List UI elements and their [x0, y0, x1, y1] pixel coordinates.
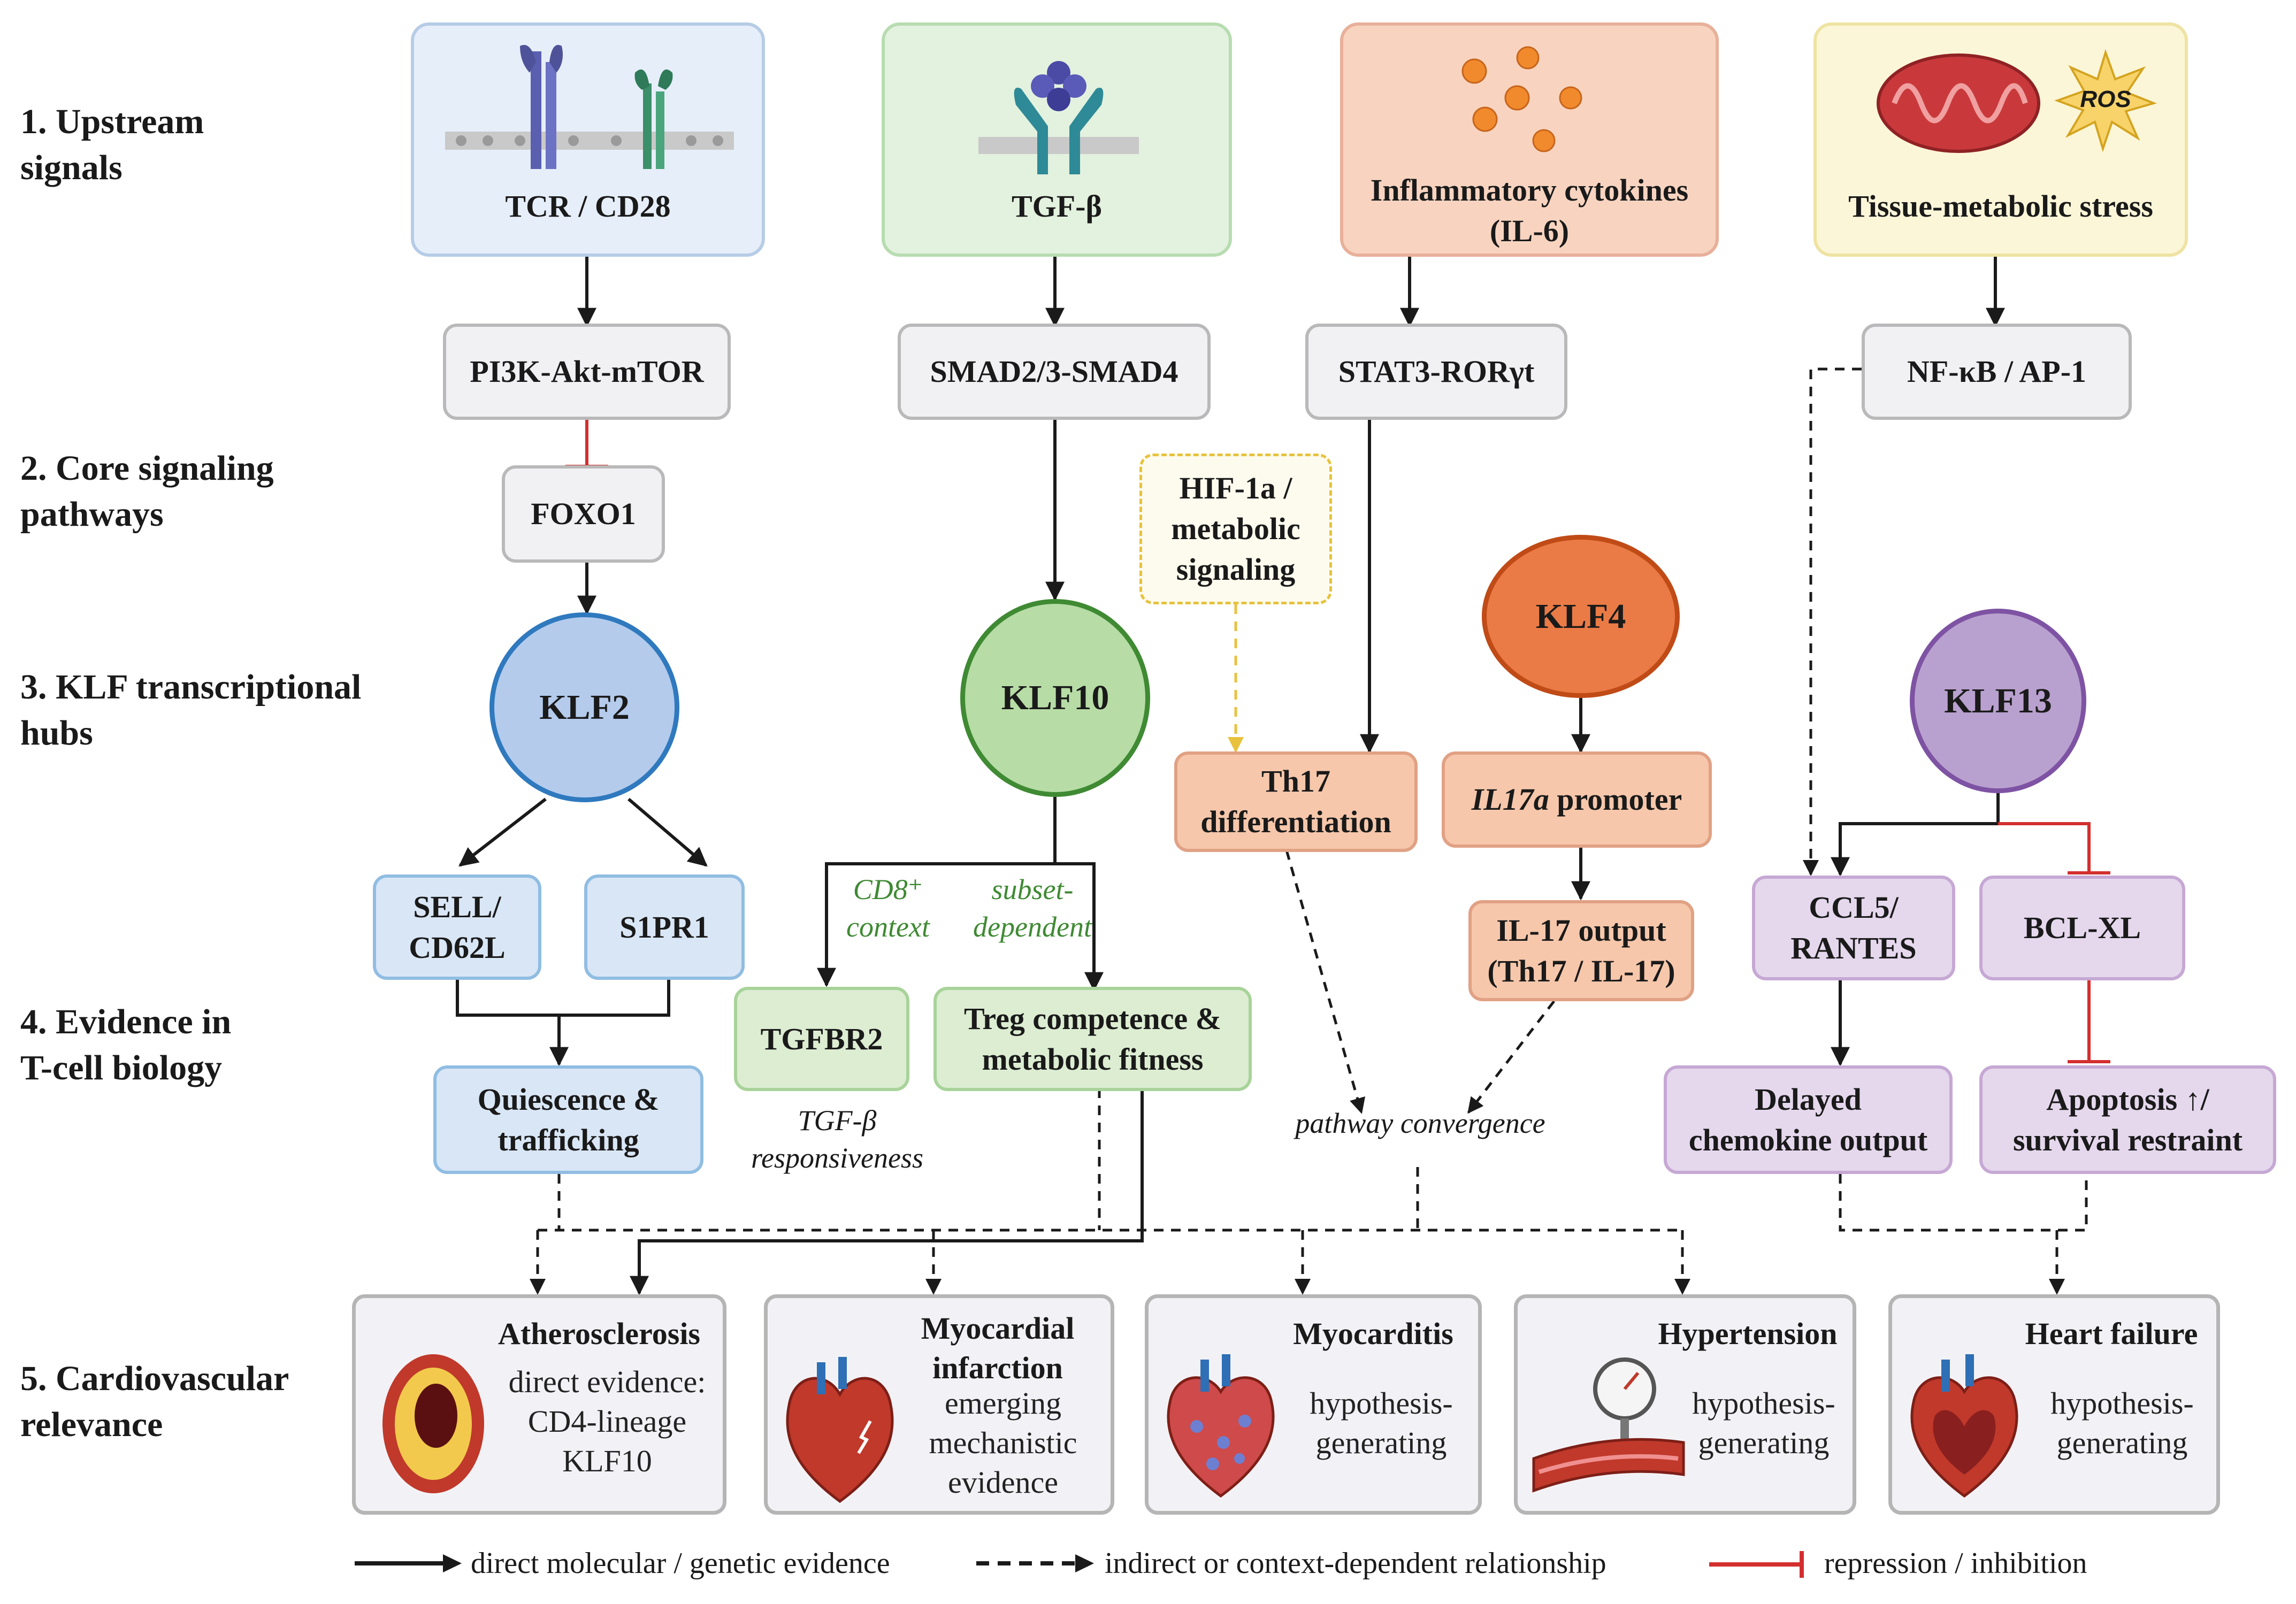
ccl5-box: CCL5/RANTES [1752, 876, 1955, 980]
upstream-tgf-box: TGF-β [882, 22, 1232, 257]
heart-failure-title: Heart failure [2025, 1316, 2198, 1351]
artery-plaque-icon [382, 1354, 484, 1493]
cardio-heart-failure: Heart failure hypothesis-generating [1888, 1294, 2220, 1515]
treg-to-atherosclerosis [630, 1088, 1144, 1295]
hypertension-title: Hypertension [1658, 1316, 1838, 1351]
legend-solid-label: direct molecular / genetic evidence [471, 1547, 890, 1580]
pathway-convergence-note: pathway convergence [1295, 1107, 1545, 1139]
treg-box: Treg competence &metabolic fitness [933, 987, 1252, 1091]
arrow-klf2-to-sell [458, 797, 547, 867]
legend-dashed-arrow-icon [976, 1554, 1094, 1572]
upstream-stress-box: ROS Tissue-metabolic stress [1813, 22, 2188, 257]
branch-klf10-treg [1055, 862, 1104, 992]
infarct-heart-icon [786, 1357, 894, 1503]
myocarditis-desc: hypothesis-generating [1310, 1386, 1453, 1460]
tgfbr2-box: TGFBR2 [734, 987, 909, 1091]
branch-klf10 [817, 797, 1057, 987]
tcr-label: TCR / CD28 [505, 189, 671, 224]
arrow-klf2-to-s1pr1 [627, 797, 708, 867]
cardio-atherosclerosis: Atherosclerosis direct evidence:CD4-line… [352, 1294, 726, 1515]
cardio-myocarditis: Myocarditis hypothesis-generating [1145, 1294, 1482, 1515]
stat3-box: STAT3-RORγt [1305, 324, 1567, 420]
pi3k-box: PI3K-Akt-mTOR [443, 324, 731, 420]
myocarditis-title: Myocarditis [1293, 1316, 1453, 1351]
klf4-hub: KLF4 [1482, 535, 1680, 698]
klf2-hub: KLF2 [489, 612, 679, 802]
sell-box: SELL/CD62L [373, 874, 541, 980]
cytokine-particles-icon [1461, 46, 1582, 152]
apoptosis-box: Apoptosis ↑/survival restraint [1979, 1065, 2276, 1174]
legend-repression-icon [1709, 1551, 1804, 1578]
heart-failure-desc: hypothesis-generating [2050, 1386, 2194, 1460]
foxo1-box: FOXO1 [502, 465, 665, 563]
smad-box: SMAD2/3-SMAD4 [898, 324, 1211, 420]
stress-label: Tissue-metabolic stress [1848, 189, 2153, 224]
dash-il17-to-convergence [1467, 1000, 1555, 1114]
upstream-cytokine-box: Inflammatory cytokines (IL-6) [1340, 22, 1719, 257]
klf10-hub: KLF10 [960, 599, 1150, 797]
tgf-receptor-icon [978, 61, 1139, 174]
ros-burst-icon: ROS [2054, 49, 2157, 152]
legend-repression-label: repression / inhibition [1824, 1547, 2087, 1580]
cd8-context-note: CD8⁺context [846, 873, 930, 943]
legend-solid-arrow-icon [355, 1554, 462, 1572]
cardio-hypertension: Hypertension hypothesis-generating [1514, 1294, 1856, 1515]
mitochondrion-icon [1877, 53, 2040, 153]
dash-nfkb-to-ccl5 [1803, 367, 1862, 876]
cytokine-label-2: (IL-6) [1489, 213, 1570, 248]
hypertension-desc: hypothesis-generating [1692, 1386, 1835, 1460]
join-sell-s1pr1 [456, 980, 670, 1017]
dash-th17-to-convergence [1285, 850, 1366, 1114]
svg-text:ROS: ROS [2080, 86, 2131, 112]
nfkb-box: NF-κB / AP-1 [1862, 324, 2132, 420]
tgf-label: TGF-β [1011, 189, 1103, 224]
inflamed-heart-icon [1167, 1354, 1275, 1498]
quiescence-box: Quiescence &trafficking [433, 1065, 703, 1174]
blood-pressure-gauge-icon [1532, 1357, 1685, 1493]
heart-section-icon [1910, 1354, 2018, 1498]
upstream-tcr-box: TCR / CD28 [411, 22, 765, 257]
legend-dashed-label: indirect or context-dependent relationsh… [1105, 1547, 1606, 1580]
tcr-receptor-icon [445, 45, 734, 169]
dash-delayed-apoptosis-join [1839, 1174, 2088, 1232]
il17-output-box: IL-17 output(Th17 / IL-17) [1468, 900, 1694, 1001]
bclxl-box: BCL-XL [1979, 876, 2185, 980]
s1pr1-box: S1PR1 [584, 874, 745, 980]
branch-klf13-ccl5 [1831, 793, 2000, 877]
subset-dependent-note: subset-dependent [973, 873, 1092, 943]
cytokine-label-1: Inflammatory cytokines [1370, 173, 1689, 208]
il17a-promoter-box: IL17a promoter [1442, 751, 1712, 848]
klf13-hub: KLF13 [1910, 609, 2086, 793]
repress-klf13-bclxl [1998, 822, 2091, 873]
atherosclerosis-title: Atherosclerosis [498, 1316, 701, 1351]
